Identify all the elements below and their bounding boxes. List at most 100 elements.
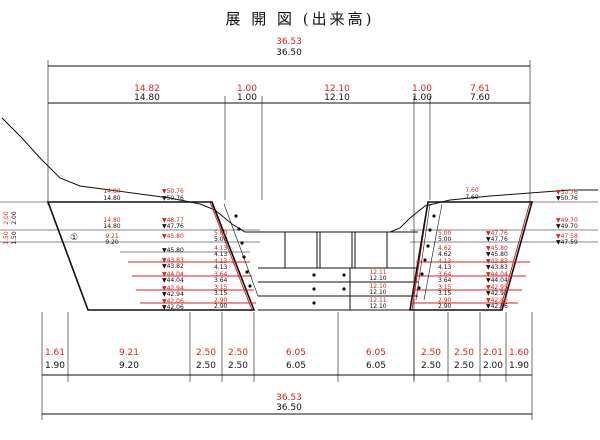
svg-text:4.13: 4.13: [214, 245, 228, 252]
bottom-dim-2-actual: 9.21: [119, 348, 139, 358]
left-side2-actual: 1.50: [3, 231, 10, 245]
overall-bottom-design: 36.50: [276, 403, 302, 413]
left-step-widths: 5.00 5.00 4.13 4.13 4.13 4.13 3.64 3.64 …: [214, 230, 228, 310]
svg-text:3.64: 3.64: [438, 277, 452, 284]
svg-text:▼47.76: ▼47.76: [162, 223, 184, 230]
svg-text:▼50.76: ▼50.76: [162, 188, 184, 195]
svg-text:12.11: 12.11: [369, 297, 386, 304]
svg-text:3.15: 3.15: [214, 284, 228, 291]
svg-text:▼45.80: ▼45.80: [486, 251, 508, 258]
left-marker: ①: [70, 233, 78, 243]
left-level-labels: ▼50.76 ▼50.76 ▼48.77 ▼47.76 ▼45.80 ▼45.8…: [162, 188, 184, 311]
centre-dimension-labels: 12.11 12.10 12.10 12.10 12.11 12.10: [369, 269, 386, 310]
svg-text:3.64: 3.64: [438, 271, 452, 278]
svg-text:7.60: 7.60: [465, 187, 479, 194]
bottom-dim-8-design: 2.50: [454, 361, 474, 371]
svg-text:▼50.76: ▼50.76: [556, 195, 578, 202]
svg-text:▼42.86: ▼42.86: [486, 303, 508, 310]
svg-text:3.64: 3.64: [214, 277, 228, 284]
right-step-widths: 5.00 5.00 4.62 4.62 4.13 4.13 3.64 3.64 …: [438, 230, 452, 310]
svg-text:▼42.06: ▼42.06: [162, 298, 184, 305]
svg-text:12.10: 12.10: [369, 289, 386, 296]
bottom-dim-7-design: 2.50: [421, 361, 441, 371]
svg-text:▼48.77: ▼48.77: [162, 217, 184, 224]
centre-channel: [258, 231, 418, 311]
svg-text:▼47.76: ▼47.76: [486, 236, 508, 243]
svg-text:▼42.06: ▼42.06: [162, 304, 184, 311]
svg-text:▼50.76: ▼50.76: [162, 195, 184, 202]
left-side-design: 2.00: [11, 211, 18, 225]
top-dim-1-design: 14.80: [134, 93, 160, 103]
svg-text:▼42.95: ▼42.95: [486, 284, 508, 291]
bottom-dim-7-actual: 2.50: [421, 348, 441, 358]
survey-points: [234, 214, 436, 290]
left-low-design: 9.20: [105, 239, 119, 246]
svg-text:▼49.70: ▼49.70: [556, 223, 578, 230]
svg-text:12.10: 12.10: [369, 283, 386, 290]
svg-text:5.00: 5.00: [214, 230, 228, 237]
left-top-design: 14.80: [103, 195, 120, 202]
svg-text:▼47.59: ▼47.59: [556, 239, 578, 246]
overall-top-dimension: 36.53 36.50: [47, 37, 531, 205]
svg-text:▼42.86: ▼42.86: [486, 297, 508, 304]
svg-text:▼43.82: ▼43.82: [162, 263, 184, 270]
drawing-title: 展 開 図 (出来高): [225, 10, 374, 28]
top-dim-5-design: 7.60: [470, 93, 490, 103]
right-slope-labels: 7.60 7.60 ▼50.76 ▼50.76 ▼49.70 ▼49.70 ▼4…: [465, 187, 578, 246]
left-mid-design: 14.80: [103, 223, 120, 230]
overall-bottom-dimension: 36.53 36.50: [41, 382, 533, 420]
left-side2-design: 1.50: [11, 231, 18, 245]
svg-text:2.90: 2.90: [214, 297, 228, 304]
svg-text:▼43.83: ▼43.83: [486, 258, 508, 265]
svg-text:4.13: 4.13: [214, 251, 228, 258]
svg-text:2.90: 2.90: [438, 297, 452, 304]
svg-text:3.15: 3.15: [438, 290, 452, 297]
bottom-dim-6-actual: 6.05: [366, 348, 386, 358]
svg-text:▼42.94: ▼42.94: [162, 291, 184, 298]
right-level-labels: ▼47.76 ▼47.76 ▼45.80 ▼45.80 ▼43.83 ▼43.8…: [486, 230, 508, 310]
bottom-dim-6-design: 6.05: [366, 361, 386, 371]
bottom-dim-5-actual: 6.05: [286, 348, 306, 358]
bottom-dim-9-design: 2.00: [483, 361, 503, 371]
svg-text:12.10: 12.10: [369, 303, 386, 310]
svg-text:▼42.95: ▼42.95: [486, 290, 508, 297]
overall-top-actual: 36.53: [276, 37, 302, 47]
svg-text:▼44.04: ▼44.04: [162, 271, 184, 278]
bottom-dim-1-design: 1.90: [45, 361, 65, 371]
svg-text:4.13: 4.13: [214, 258, 228, 265]
bottom-dim-4-actual: 2.50: [228, 348, 248, 358]
left-mid-actual: 14.80: [103, 217, 120, 224]
svg-text:▼44.04: ▼44.04: [486, 277, 508, 284]
svg-text:▼47.76: ▼47.76: [486, 230, 508, 237]
bottom-segment-dimensions: 1.61 1.90 9.21 9.20 2.50 2.50 2.50 2.50 6.05 6.05…: [41, 312, 533, 382]
svg-text:▼44.04: ▼44.04: [162, 277, 184, 284]
left-slope-labels: 14.80 14.80 14.80 14.80 9.21 9.20 ① 2.00…: [3, 188, 121, 246]
top-dim-1-actual: 14.82: [134, 84, 160, 94]
svg-text:▼42.94: ▼42.94: [162, 285, 184, 292]
svg-text:4.13: 4.13: [438, 258, 452, 265]
svg-text:4.62: 4.62: [438, 251, 452, 258]
svg-text:▼50.76: ▼50.76: [556, 189, 578, 196]
overall-top-design: 36.50: [276, 48, 302, 58]
svg-text:2.90: 2.90: [214, 303, 228, 310]
svg-text:▼44.04: ▼44.04: [486, 271, 508, 278]
svg-text:5.00: 5.00: [214, 236, 228, 243]
svg-text:4.13: 4.13: [214, 264, 228, 271]
svg-text:3.15: 3.15: [214, 290, 228, 297]
top-dim-2-design: 1.00: [237, 93, 257, 103]
bottom-dim-10-design: 1.90: [509, 361, 529, 371]
svg-text:5.00: 5.00: [438, 236, 452, 243]
left-side-actual: 2.00: [3, 211, 10, 225]
bottom-dim-9-actual: 2.01: [483, 348, 503, 358]
svg-text:3.15: 3.15: [438, 284, 452, 291]
top-dim-4-actual: 1.00: [412, 84, 432, 94]
bottom-dim-2-design: 9.20: [119, 361, 139, 371]
svg-text:4.13: 4.13: [438, 264, 452, 271]
bottom-dim-4-design: 2.50: [228, 361, 248, 371]
overall-bottom-actual: 36.53: [276, 393, 302, 403]
svg-text:12.11: 12.11: [369, 269, 386, 276]
left-low-actual: 9.21: [105, 233, 119, 240]
bottom-dim-1-actual: 1.61: [45, 348, 65, 358]
ground-profile-line: [1, 117, 598, 233]
